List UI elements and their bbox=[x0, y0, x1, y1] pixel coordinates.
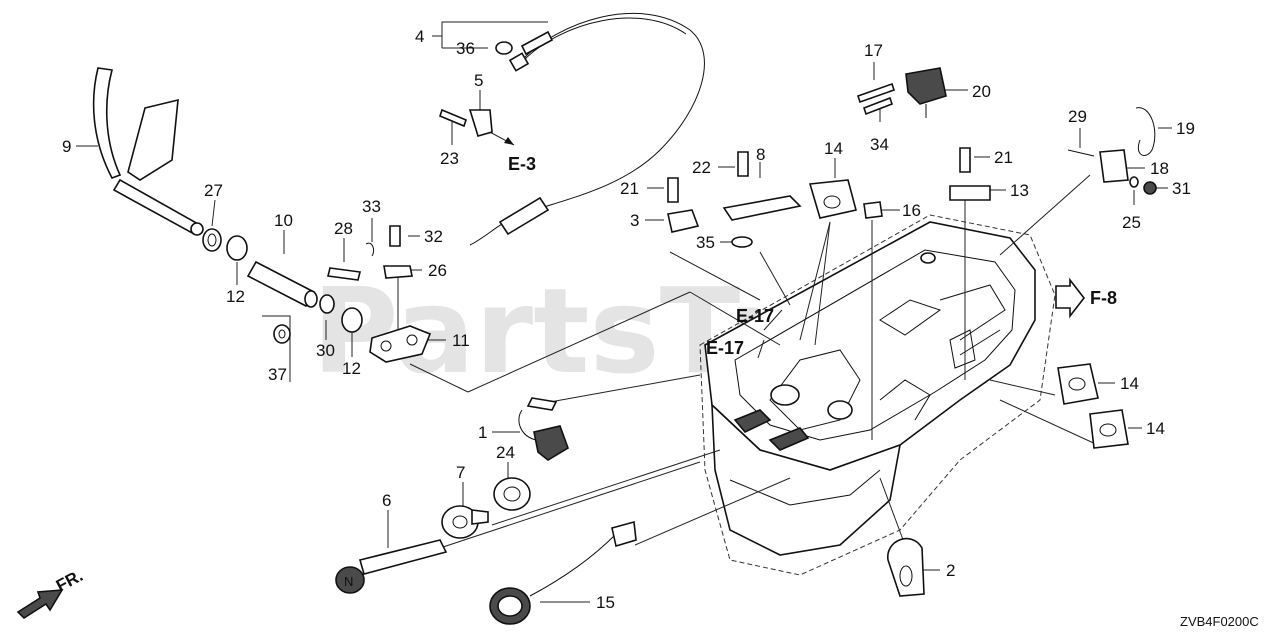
callout-19: 19 bbox=[1176, 119, 1195, 138]
callout-22: 22 bbox=[692, 158, 711, 177]
callout-33: 33 bbox=[362, 197, 381, 216]
callout-1: 1 bbox=[478, 423, 487, 442]
callout-3: 3 bbox=[630, 211, 639, 230]
callout-14a: 14 bbox=[824, 139, 843, 158]
callout-12b: 12 bbox=[342, 359, 361, 378]
callout-37: 37 bbox=[268, 365, 287, 384]
callout-14c: 14 bbox=[1146, 419, 1165, 438]
callout-14b: 14 bbox=[1120, 374, 1139, 393]
ref-e-17-upper: E-17 bbox=[736, 306, 774, 326]
callout-17: 17 bbox=[864, 41, 883, 60]
ref-e-17-lower: E-17 bbox=[706, 338, 744, 358]
callout-26: 26 bbox=[428, 261, 447, 280]
callout-24: 24 bbox=[496, 443, 515, 462]
callout-25: 25 bbox=[1122, 213, 1141, 232]
callout-12a: 12 bbox=[226, 287, 245, 306]
ref-f-8: F-8 bbox=[1090, 288, 1117, 308]
callout-27: 27 bbox=[204, 181, 223, 200]
lower-cover-housing bbox=[699, 214, 1056, 576]
leader-lines bbox=[76, 21, 1172, 603]
callout-30: 30 bbox=[316, 341, 335, 360]
callout-32: 32 bbox=[424, 227, 443, 246]
callout-23: 23 bbox=[440, 149, 459, 168]
callout-9: 9 bbox=[62, 137, 71, 156]
callout-36: 36 bbox=[456, 39, 475, 58]
callout-7: 7 bbox=[456, 463, 465, 482]
callout-28: 28 bbox=[334, 219, 353, 238]
callout-labels: 4 36 5 23 9 27 10 12 12 30 37 28 33 32 2… bbox=[62, 27, 1195, 612]
ref-e-3: E-3 bbox=[508, 154, 536, 174]
parts: N bbox=[16, 12, 1157, 625]
callout-34: 34 bbox=[870, 135, 889, 154]
callout-11: 11 bbox=[452, 331, 470, 350]
diagram-code: ZVB4F0200C bbox=[1180, 614, 1259, 629]
callout-18: 18 bbox=[1150, 159, 1169, 178]
callout-8: 8 bbox=[756, 145, 765, 164]
callout-4: 4 bbox=[415, 27, 424, 46]
callout-21a: 21 bbox=[620, 179, 639, 198]
callout-35: 35 bbox=[696, 233, 715, 252]
callout-5: 5 bbox=[474, 71, 483, 90]
callout-13: 13 bbox=[1010, 181, 1029, 200]
callout-31: 31 bbox=[1172, 179, 1191, 198]
callout-21b: 21 bbox=[994, 148, 1013, 167]
section-references: E-3 E-17 E-17 F-8 bbox=[508, 154, 1117, 358]
callout-15: 15 bbox=[596, 593, 615, 612]
callout-2: 2 bbox=[946, 561, 955, 580]
callout-10: 10 bbox=[274, 211, 293, 230]
callout-20: 20 bbox=[972, 82, 991, 101]
switch-n-mark: N bbox=[344, 574, 353, 589]
callout-16: 16 bbox=[902, 201, 921, 220]
callout-6: 6 bbox=[382, 491, 391, 510]
callout-29: 29 bbox=[1068, 107, 1087, 126]
